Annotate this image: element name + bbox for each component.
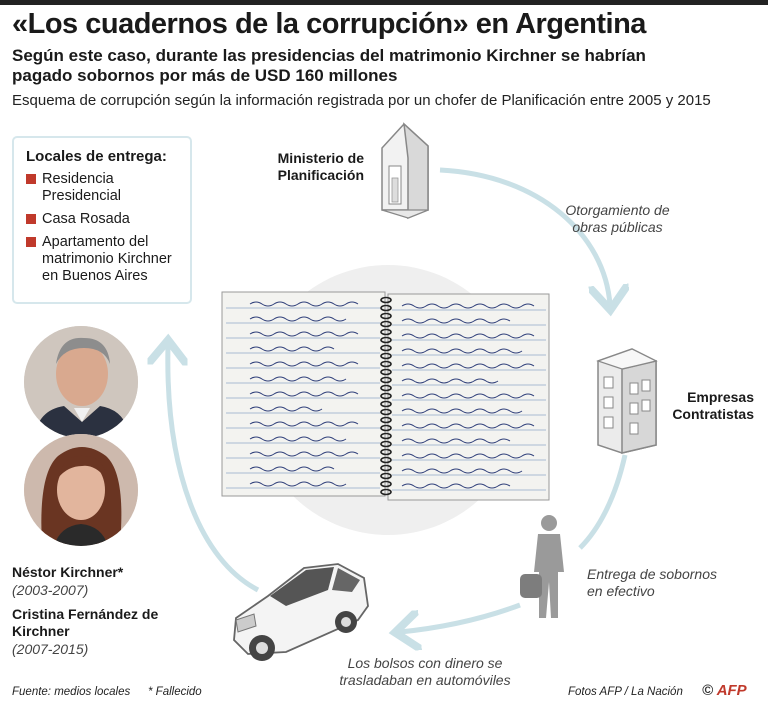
deceased-note: * Fallecido (148, 686, 202, 698)
bribes-label: Entrega de sobornos en efectivo (587, 566, 717, 599)
arrow-contractors-to-courier (578, 454, 628, 550)
car-icon (233, 563, 369, 661)
photo-credit: Fotos AFP / La Nación (568, 686, 683, 698)
contractors-label: Empresas Contratistas (672, 389, 754, 422)
arrow-car-to-kirchner (168, 345, 260, 593)
cars-label: Los bolsos con dinero se trasladaban en … (339, 655, 511, 688)
notebook-image (221, 291, 550, 501)
copyright-symbol: © (702, 682, 714, 699)
portrait-icon (24, 326, 138, 438)
arrow-ministry-to-contractors (439, 167, 610, 305)
courier-silhouette-icon (520, 515, 564, 618)
intro-text: Esquema de corrupción según la informaci… (12, 92, 711, 109)
red-square-icon (26, 174, 36, 184)
cristina-years: (2007-2015) (12, 641, 89, 657)
agency-credit: © AFP (702, 682, 747, 699)
arrow-courier-to-car (400, 602, 521, 632)
nestor-name: Néstor Kirchner* (12, 564, 124, 580)
legend-item: Residencia Presidencial (26, 171, 180, 205)
ministry-label: Ministerio de Planificación (277, 150, 364, 183)
page-title: «Los cuadernos de la corrupción» en Arge… (12, 8, 646, 40)
red-square-icon (26, 214, 36, 224)
legend-title: Locales de entrega: (26, 148, 167, 165)
office-tower-icon (596, 348, 658, 454)
nestor-kirchner-photo (24, 326, 138, 438)
building-icon (381, 122, 429, 220)
cristina-kirchner-photo (24, 434, 138, 546)
red-square-icon (26, 237, 36, 247)
afp-logo: AFP (716, 682, 747, 699)
source-note: Fuente: medios locales (12, 686, 131, 698)
legend-item: Casa Rosada (26, 211, 180, 228)
cristina-name: Cristina Fernández de Kirchner (12, 606, 159, 639)
legend-item: Apartamento del matrimonio Kirchner en B… (26, 234, 180, 285)
page-subtitle: Según este caso, durante las presidencia… (12, 46, 646, 85)
delivery-locations-legend: Locales de entrega: Residencia Presidenc… (12, 136, 192, 304)
nestor-years: (2003-2007) (12, 582, 89, 598)
portrait-icon (24, 434, 138, 546)
top-bar (0, 0, 768, 5)
public-works-label: Otorgamiento de obras públicas (565, 202, 670, 235)
